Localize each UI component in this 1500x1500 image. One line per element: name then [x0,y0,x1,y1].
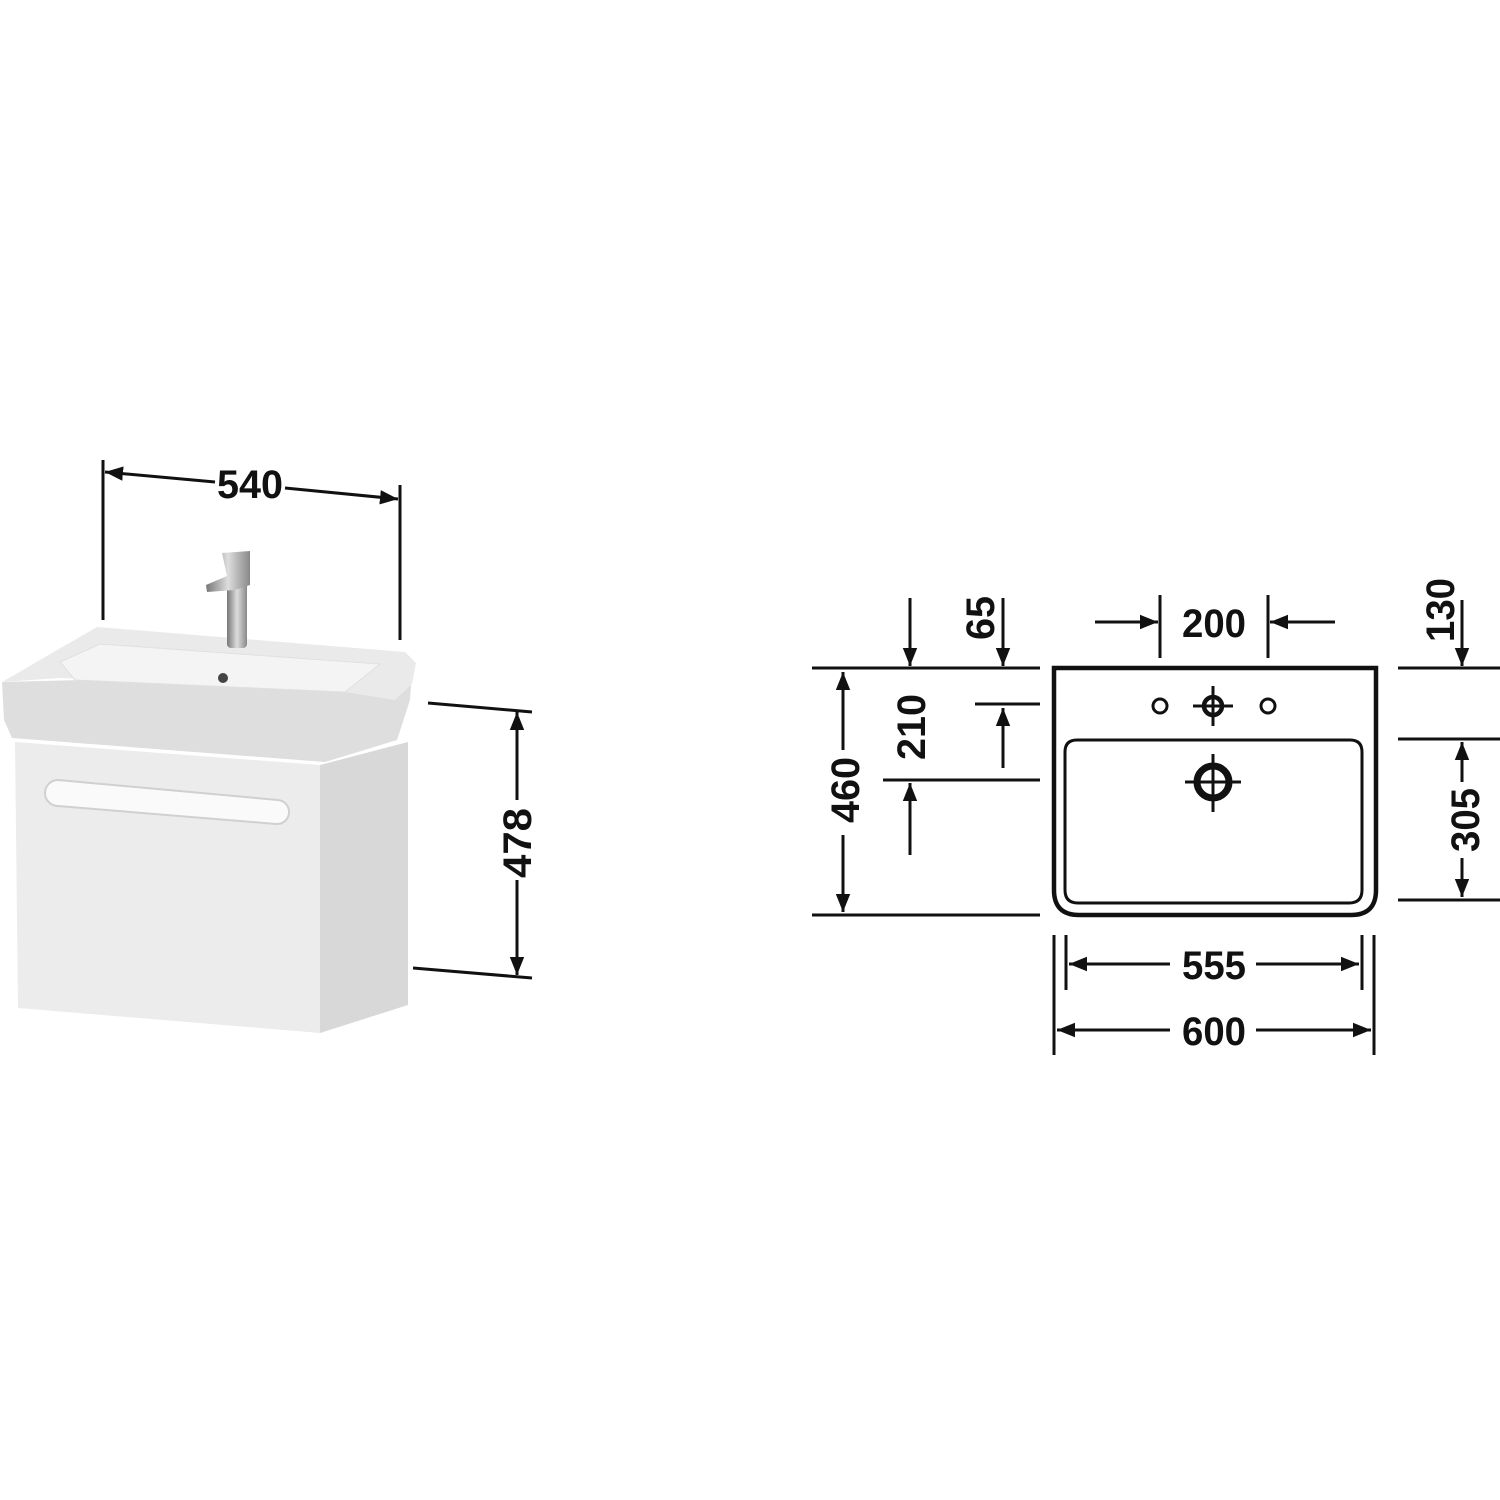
cabinet-side-panel [320,742,408,1033]
vanity-unit-illustration: 540 478 [2,460,540,1033]
dimension-bowl-depth-305: 305 [1444,742,1488,897]
tap-hole-left [1151,697,1169,715]
bowl-width-label: 555 [1182,944,1246,988]
basin-plan-drawing: 460 65 210 200 130 [812,578,1500,1055]
dimension-tap-offset-65: 65 [902,596,1011,666]
dimension-width-540: 540 [101,460,402,640]
faucet [206,551,250,648]
dimension-rear-130: 130 [1419,578,1470,666]
washbasin-front [2,672,412,762]
basin-bowl-outline [1063,738,1364,905]
dimension-tap-spacing-200: 200 [1095,595,1335,658]
cabinet-height-label: 478 [496,808,540,878]
tap-spacing-label: 200 [1182,602,1246,646]
drain-offset-label: 210 [890,694,934,760]
tap-hole-right [1259,697,1277,715]
width-label: 540 [217,463,283,507]
bowl-depth-label: 305 [1444,788,1488,852]
dimension-bowl-width-555: 555 [1064,935,1364,990]
depth-label: 460 [824,757,868,823]
dimension-drain-offset-210: 210 [890,694,1011,855]
overall-width-label: 600 [1182,1010,1246,1054]
dimension-height-478: 478 [412,701,540,980]
tap-offset-label: 65 [959,596,1003,640]
drain-hole [218,673,228,683]
drain-outlet [1185,754,1241,812]
dimension-depth-460: 460 [824,672,868,912]
tap-hole-center [1193,686,1233,726]
rear-to-bowl-label: 130 [1419,578,1463,642]
basin-outer-outline [1051,665,1379,918]
washbasin-bowl [59,643,382,693]
drawer-handle [44,778,290,826]
dimension-overall-width-600: 600 [1052,935,1376,1055]
